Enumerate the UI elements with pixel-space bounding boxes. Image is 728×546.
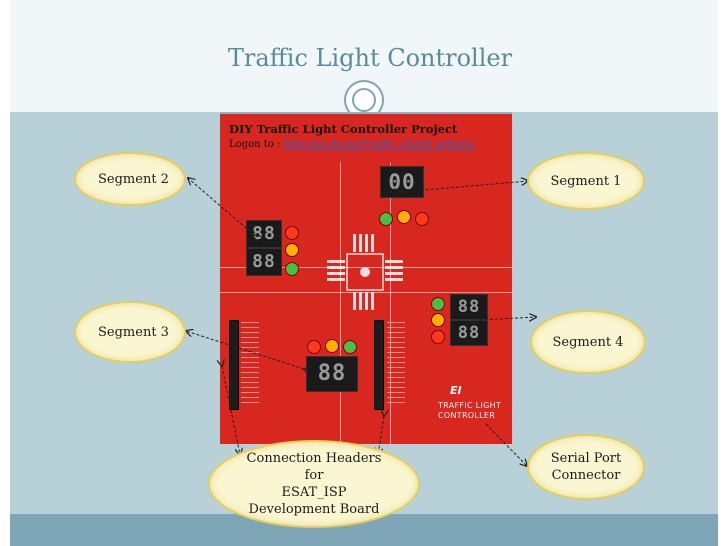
callout-segment2: Segment 2 <box>74 152 186 206</box>
road-line <box>340 162 341 444</box>
callout-segment2-label: Segment 2 <box>98 171 169 187</box>
callout-connection-headers-label: Connection Headers for ESAT_ISP Developm… <box>246 451 382 517</box>
road-line <box>390 162 391 444</box>
logon-prefix: Logon to : <box>229 139 284 150</box>
brand-text-line2: CONTROLLER <box>438 411 496 420</box>
callout-segment1: Segment 1 <box>527 152 645 210</box>
led-green <box>379 212 393 226</box>
led-amber <box>285 243 299 257</box>
led-amber <box>397 210 411 224</box>
brand-logo: EI <box>450 384 462 397</box>
callout-segment3-label: Segment 3 <box>98 324 169 340</box>
led-red <box>285 226 299 240</box>
callout-serial-port-label: Serial Port Connector <box>550 451 622 483</box>
board-title: DIY Traffic Light Controller Project <box>229 122 458 136</box>
logon-link[interactable]: http://on.fb.me/Traffic_shield_arduino <box>283 139 475 150</box>
led-green <box>343 340 357 354</box>
callout-segment4-label: Segment 4 <box>552 334 624 350</box>
led-green <box>431 297 445 311</box>
callout-connection-headers: Connection Headers for ESAT_ISP Developm… <box>208 440 420 528</box>
board-photo <box>220 112 512 444</box>
led-red <box>415 212 429 226</box>
callout-segment3: Segment 3 <box>74 301 186 363</box>
led-amber <box>431 313 445 327</box>
callout-segment1-label: Segment 1 <box>550 173 622 189</box>
crosswalk-graphic <box>327 234 403 310</box>
led-red <box>431 330 445 344</box>
callout-segment4: Segment 4 <box>530 310 646 374</box>
board-logon: Logon to : http://on.fb.me/Traffic_shiel… <box>229 139 475 150</box>
brand-text-line1: TRAFFIC LIGHT <box>438 401 502 410</box>
led-amber <box>325 339 339 353</box>
led-green <box>285 262 299 276</box>
slide-title: Traffic Light Controller <box>227 44 513 72</box>
pin-labels-right <box>387 322 405 406</box>
segment2-display-bottom: 88 <box>246 248 282 276</box>
callout-serial-port: Serial Port Connector <box>527 434 645 500</box>
